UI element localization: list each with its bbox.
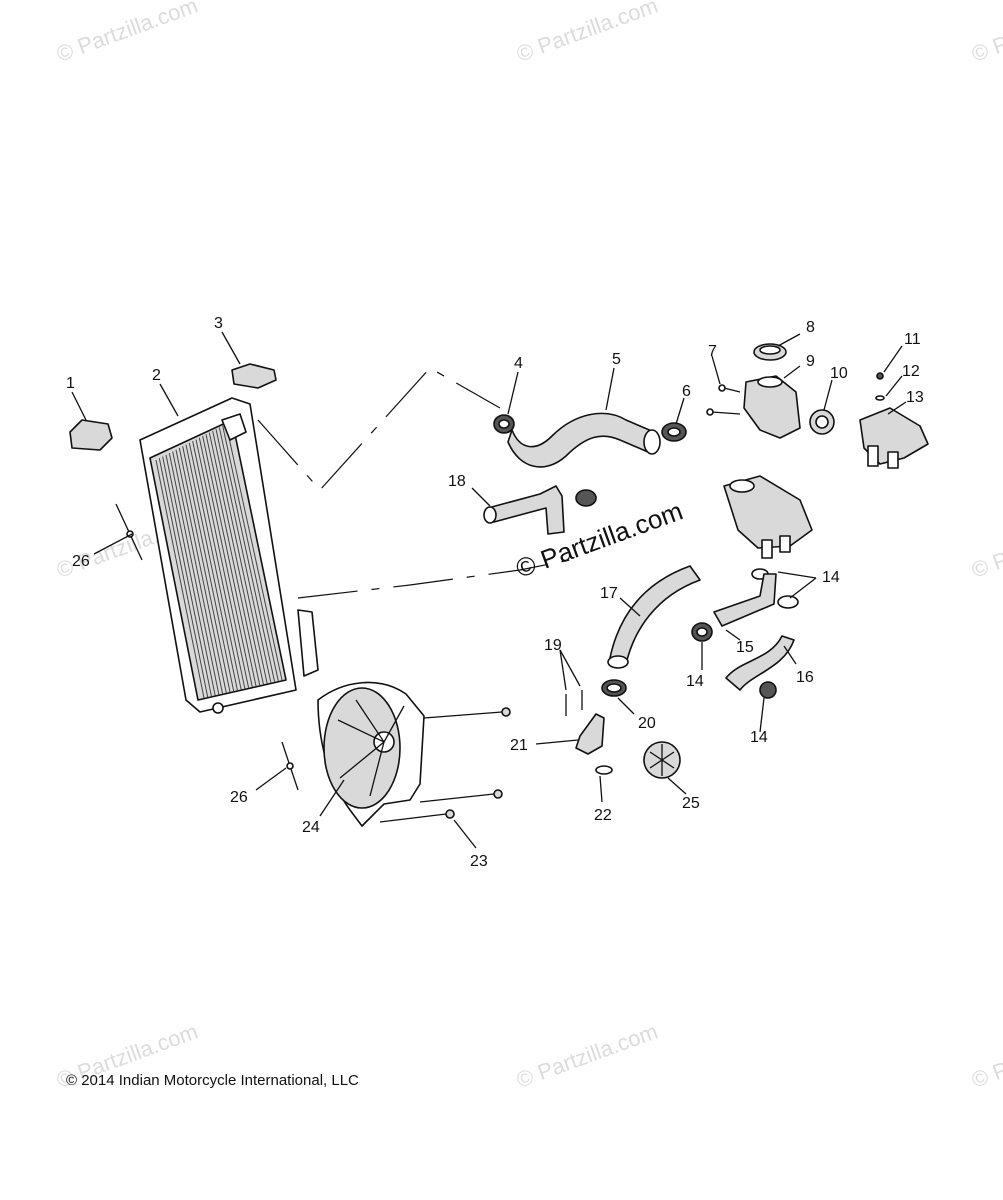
- watermark: © Partzilla.com: [513, 0, 661, 67]
- callout-22: 22: [594, 807, 612, 824]
- radiator-fin: [172, 451, 224, 694]
- callout-5: 5: [612, 351, 621, 368]
- thermostat-part: [809, 409, 835, 435]
- thermostat-housing-part: [859, 407, 929, 469]
- callout-18: 18: [448, 473, 466, 490]
- callouts: 1 2 3 4 5 6 7 8 9 10 11 12 13 14 14 14 1…: [66, 315, 924, 870]
- filler-neck-part: [743, 375, 801, 439]
- callout-16: 16: [796, 669, 814, 686]
- radiator-fin: [178, 447, 231, 693]
- bracket-part: [231, 363, 277, 389]
- radiator-fin: [188, 442, 242, 690]
- watermark: © Partzilla.com: [53, 0, 201, 67]
- clamp-part: [661, 422, 687, 442]
- radiator-fin: [202, 435, 257, 687]
- radiator-cover-part: [69, 419, 113, 451]
- radiator-fin: [208, 432, 264, 685]
- callout-14: 14: [686, 673, 704, 690]
- radiator-part: [139, 397, 319, 714]
- bolt-part: [706, 384, 741, 416]
- radiator-fin: [192, 441, 246, 689]
- nut-part: [379, 707, 511, 823]
- callout-20: 20: [638, 715, 656, 732]
- zip-tie-part: [115, 503, 299, 791]
- clamp-part: [601, 679, 627, 697]
- callout-7: 7: [708, 343, 717, 360]
- callout-14: 14: [750, 729, 768, 746]
- callout-1: 1: [66, 375, 75, 392]
- callout-2: 2: [152, 367, 161, 384]
- callout-24: 24: [302, 819, 320, 836]
- callout-9: 9: [806, 353, 815, 370]
- copyright-notice: © 2014 Indian Motorcycle International, …: [66, 1072, 359, 1089]
- watermark: © Partzilla.com: [513, 1019, 661, 1093]
- leader-lines: [71, 331, 907, 849]
- callout-10: 10: [830, 365, 848, 382]
- radiator-fin: [182, 446, 235, 692]
- callout-23: 23: [470, 853, 488, 870]
- callout-19: 19: [544, 637, 562, 654]
- radiator-fin: [205, 434, 261, 686]
- coolant-hose-part: [713, 573, 777, 627]
- radiator-fins: [155, 423, 283, 699]
- radiator-fin: [195, 439, 250, 688]
- clamp-part: [493, 414, 515, 434]
- impeller-part: [643, 741, 681, 779]
- pump-housing-part: [723, 475, 813, 559]
- radiator-fin: [162, 456, 212, 697]
- o-ring-part: [595, 765, 613, 775]
- clamp-part: [691, 568, 799, 699]
- callout-26: 26: [72, 553, 90, 570]
- watermark: © Partzilla.com: [968, 509, 1003, 583]
- filler-cap-part: [753, 343, 787, 361]
- callout-3: 3: [214, 315, 223, 332]
- radiator-fin: [212, 430, 268, 684]
- callout-21: 21: [510, 737, 528, 754]
- radiator-fin: [175, 449, 227, 693]
- radiator-fin: [168, 453, 220, 695]
- bypass-hose-part: [483, 485, 597, 535]
- fan-assembly-part: [317, 681, 425, 827]
- callout-8: 8: [806, 319, 815, 336]
- bolt-part: [565, 690, 583, 716]
- radiator-fin: [165, 454, 216, 696]
- radiator-fin: [158, 458, 209, 698]
- callout-25: 25: [682, 795, 700, 812]
- radiator-fin: [215, 429, 272, 683]
- callout-4: 4: [514, 355, 523, 372]
- callout-13: 13: [906, 389, 924, 406]
- radiator-fin: [155, 459, 205, 699]
- radiator-fin: [198, 437, 253, 687]
- coolant-outlet-part: [575, 713, 605, 755]
- callout-6: 6: [682, 383, 691, 400]
- radiator-fin: [225, 423, 283, 681]
- upper-hose-part: [507, 412, 661, 468]
- callout-14: 14: [822, 569, 840, 586]
- radiator-fin: [185, 444, 238, 691]
- radiator-fin: [222, 425, 279, 681]
- callout-15: 15: [736, 639, 754, 656]
- watermark: © Partzilla.com: [968, 1019, 1003, 1093]
- lower-hose-part: [607, 565, 701, 669]
- watermark: © Partzilla.com: [968, 0, 1003, 67]
- bleed-screw-part: [875, 372, 885, 401]
- radiator-fin: [218, 427, 276, 682]
- assembly-lines: [257, 367, 571, 599]
- callout-17: 17: [600, 585, 618, 602]
- coolant-hose-part: [725, 635, 795, 691]
- callout-11: 11: [904, 331, 921, 348]
- callout-26: 26: [230, 789, 248, 806]
- callout-12: 12: [902, 363, 920, 380]
